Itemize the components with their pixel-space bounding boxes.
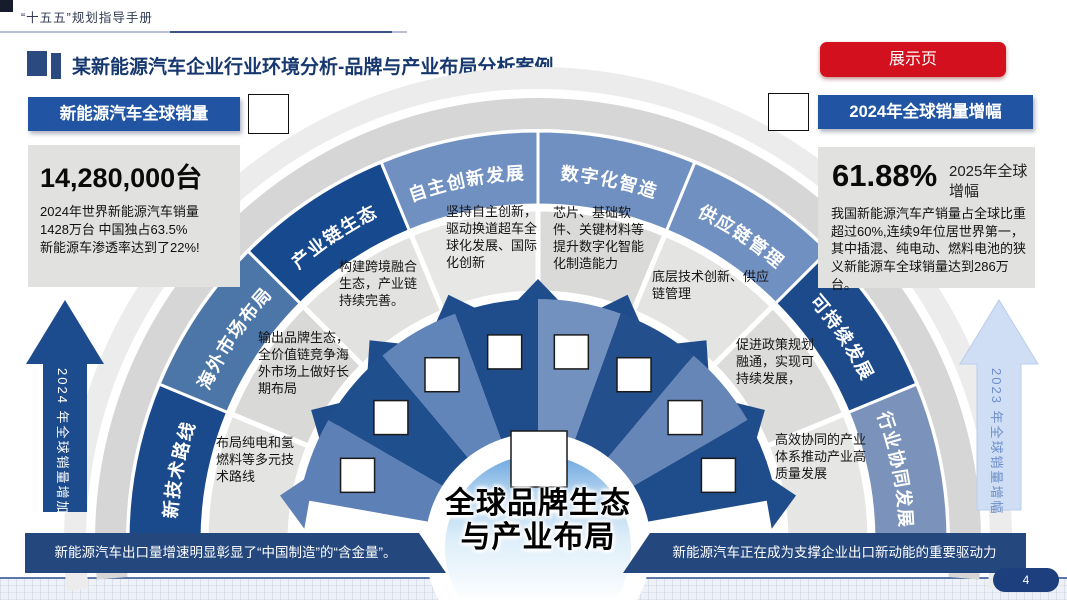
segment-desc-sustainable: 促进政策规划融通，实现可持续发展，	[736, 337, 815, 387]
left-stat-value: 14,280,000台	[40, 163, 203, 193]
header-underline-accent	[170, 31, 392, 33]
left-panel-header: 新能源汽车全球销量	[28, 97, 240, 131]
dome-gradient	[445, 455, 631, 600]
right-stat-caption: 2025年全球增幅	[949, 163, 1028, 200]
title-marker-square	[27, 51, 47, 76]
bottom-left-banner: 新能源汽车出口量增速明显彰显了“中国制造”的“含金量”。	[25, 533, 446, 573]
bottom-right-banner: 新能源汽车正在成为支撑企业出口新动能的重要驱动力	[623, 533, 1026, 573]
segment-desc-overseas: 输出品牌生态，全价值链竞争海外市场上做好长期布局	[258, 330, 350, 397]
right-stat-value: 61.88%	[832, 158, 938, 193]
corner-square	[0, 0, 13, 12]
center-title-line1: 全球品牌生态	[445, 487, 631, 520]
document-header: “十五五”规划指导手册	[21, 11, 153, 25]
right-arrow-label: 2023 年全球销量增幅	[989, 368, 1004, 516]
fan-icon-placeholder	[339, 457, 376, 494]
segment-desc-innovation: 坚持自主创新，驱动换道超车全球化发展、国际化创新	[446, 204, 538, 271]
fan-icon-placeholder	[424, 356, 460, 393]
fan-icon-placeholder	[616, 356, 652, 393]
fan-icon-placeholder	[486, 334, 523, 370]
display-page-badge[interactable]: 展示页	[820, 42, 1006, 77]
fan-icon-placeholder	[373, 399, 409, 436]
center-title-line2: 与产业布局	[460, 520, 616, 554]
growth-arrows	[26, 299, 1039, 512]
segment-desc-industry-syn: 高效协同的产业体系推动产业高质量发展	[775, 432, 867, 482]
fan-icon-placeholder	[700, 457, 737, 494]
page-number-pill[interactable]: 4	[993, 568, 1059, 592]
left-stat-desc-line2: 新能源车渗透率达到了22%!	[40, 239, 200, 255]
chart-icon-placeholder	[768, 93, 809, 131]
right-stat-description: 我国新能源汽车产销量占全球比重超过60%,连续9年位居世界第一，其中插混、纯电动…	[831, 206, 1027, 292]
left-stat-desc-line1: 2024年世界新能源汽车销量1428万台 中国独占63.5%	[40, 204, 199, 237]
fan-shapes	[63, 66, 1013, 600]
center-icon-placeholder	[510, 430, 568, 488]
segment-desc-new-tech: 布局纯电和氢燃料等多元技术路线	[216, 435, 295, 485]
left-arrow-label: 2024 年全球销量增加	[55, 368, 70, 516]
right-growth-arrow	[959, 299, 1039, 511]
segment-desc-digital: 芯片、基础软件、关键材料等提升数字化智能化制造能力	[553, 205, 645, 272]
left-growth-arrow	[26, 300, 104, 512]
fan-center-title: 全球品牌生态 与产业布局	[398, 487, 678, 554]
fan-icon-placeholder	[667, 399, 703, 436]
segment-desc-supply-chain: 底层技术创新、供应链管理	[652, 269, 770, 302]
segment-desc-supply-eco: 构建跨境融合生态，产业链持续完善。	[339, 259, 418, 309]
left-stat-description: 2024年世界新能源汽车销量1428万台 中国独占63.5% 新能源车渗透率达到…	[40, 203, 220, 257]
left-stat-box	[28, 145, 240, 287]
fan-icon-placeholder	[553, 334, 590, 370]
right-panel-header: 2024年全球销量增幅	[818, 95, 1033, 129]
car-icon-placeholder	[248, 94, 289, 134]
title-marker-bar	[51, 53, 61, 79]
page-title: 某新能源汽车企业行业环境分析-品牌与产业布局分析案例	[72, 57, 554, 78]
right-stat-box	[818, 147, 1035, 288]
